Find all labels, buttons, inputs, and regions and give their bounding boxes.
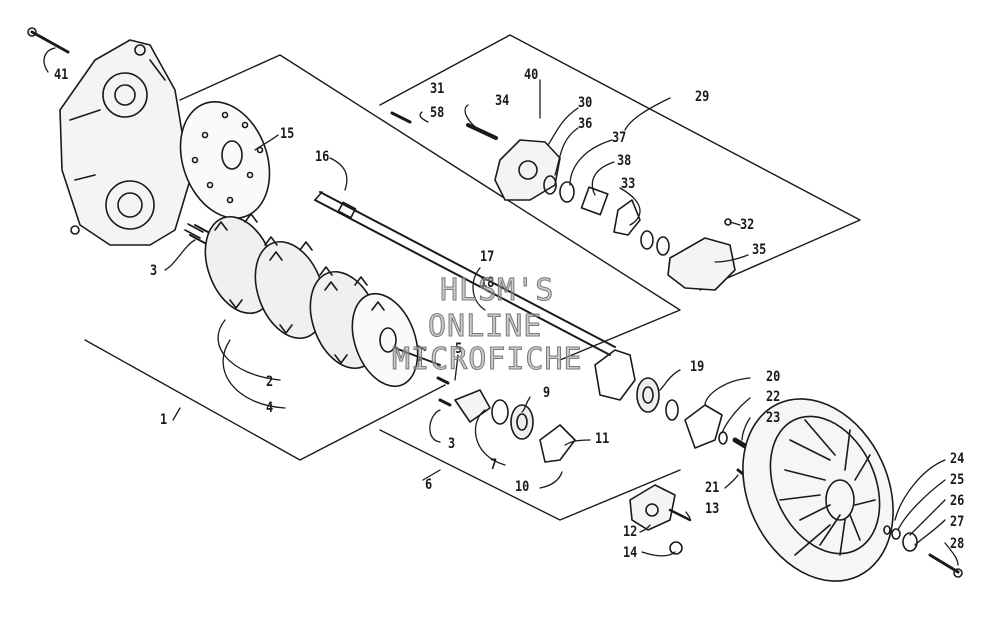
callout-15: 15 xyxy=(280,126,295,142)
callout-18: 18 xyxy=(480,275,495,291)
pulley-hardware xyxy=(883,525,963,578)
chaincase-housing xyxy=(59,39,191,246)
flange-12 xyxy=(629,484,692,555)
callout-10: 10 xyxy=(515,479,530,495)
callout-26: 26 xyxy=(950,493,965,509)
callout-30: 30 xyxy=(578,95,593,111)
callout-17: 17 xyxy=(480,249,495,265)
callout-19: 19 xyxy=(690,359,705,375)
driven-pulley xyxy=(742,398,894,582)
jackshaft xyxy=(314,191,616,356)
bolt-31 xyxy=(390,111,412,124)
callout-16: 16 xyxy=(315,149,330,165)
callout-58: 58 xyxy=(430,105,445,121)
callout-9: 9 xyxy=(543,385,551,401)
callout-25: 25 xyxy=(950,472,965,488)
bearing-housing-19 xyxy=(594,349,758,480)
seal-and-bearings xyxy=(543,175,670,256)
callout-12: 12 xyxy=(623,524,638,540)
callout-5: 5 xyxy=(455,341,463,357)
callout-24: 24 xyxy=(950,451,965,467)
callout-3b: 3 xyxy=(448,436,456,452)
callout-11: 11 xyxy=(595,431,610,447)
cover-35 xyxy=(667,218,736,291)
callout-31: 31 xyxy=(430,81,445,97)
flange-plate xyxy=(436,376,576,463)
callout-29: 29 xyxy=(695,89,710,105)
callout-33: 33 xyxy=(621,176,636,192)
callout-13: 13 xyxy=(705,501,720,517)
callout-32: 32 xyxy=(740,217,755,233)
watermark-line-1: HLSM'S xyxy=(439,273,555,308)
bolt-41 xyxy=(27,27,70,54)
callout-1: 1 xyxy=(160,412,168,428)
bearing-housing-30 xyxy=(494,139,561,201)
callout-27: 27 xyxy=(950,514,965,530)
callout-4: 4 xyxy=(266,400,274,416)
leader-lines xyxy=(43,47,959,566)
drive-sprockets xyxy=(204,213,441,388)
callout-3a: 3 xyxy=(150,263,158,279)
callout-2: 2 xyxy=(266,374,274,390)
brake-disc xyxy=(179,101,271,219)
callout-37: 37 xyxy=(612,130,627,146)
bolt-34 xyxy=(466,123,498,140)
callout-22: 22 xyxy=(766,389,781,405)
callout-40: 40 xyxy=(524,67,539,83)
callout-36: 36 xyxy=(578,116,593,132)
group-outline-6 xyxy=(379,429,681,521)
callout-41: 41 xyxy=(54,67,69,83)
watermark-line-2: ONLINE xyxy=(427,309,543,344)
callout-28: 28 xyxy=(950,536,965,552)
group-outline-29 xyxy=(379,34,861,291)
callout-7: 7 xyxy=(490,457,498,473)
callout-6: 6 xyxy=(425,477,433,493)
callout-14: 14 xyxy=(623,545,638,561)
callout-35: 35 xyxy=(752,242,767,258)
group-outline-1 xyxy=(84,54,681,461)
callout-38: 38 xyxy=(617,153,632,169)
watermark-line-3: MICROFICHE xyxy=(392,342,583,377)
callout-20: 20 xyxy=(766,369,781,385)
callout-34: 34 xyxy=(495,93,510,109)
callout-21: 21 xyxy=(705,480,720,496)
callout-23: 23 xyxy=(766,410,781,426)
